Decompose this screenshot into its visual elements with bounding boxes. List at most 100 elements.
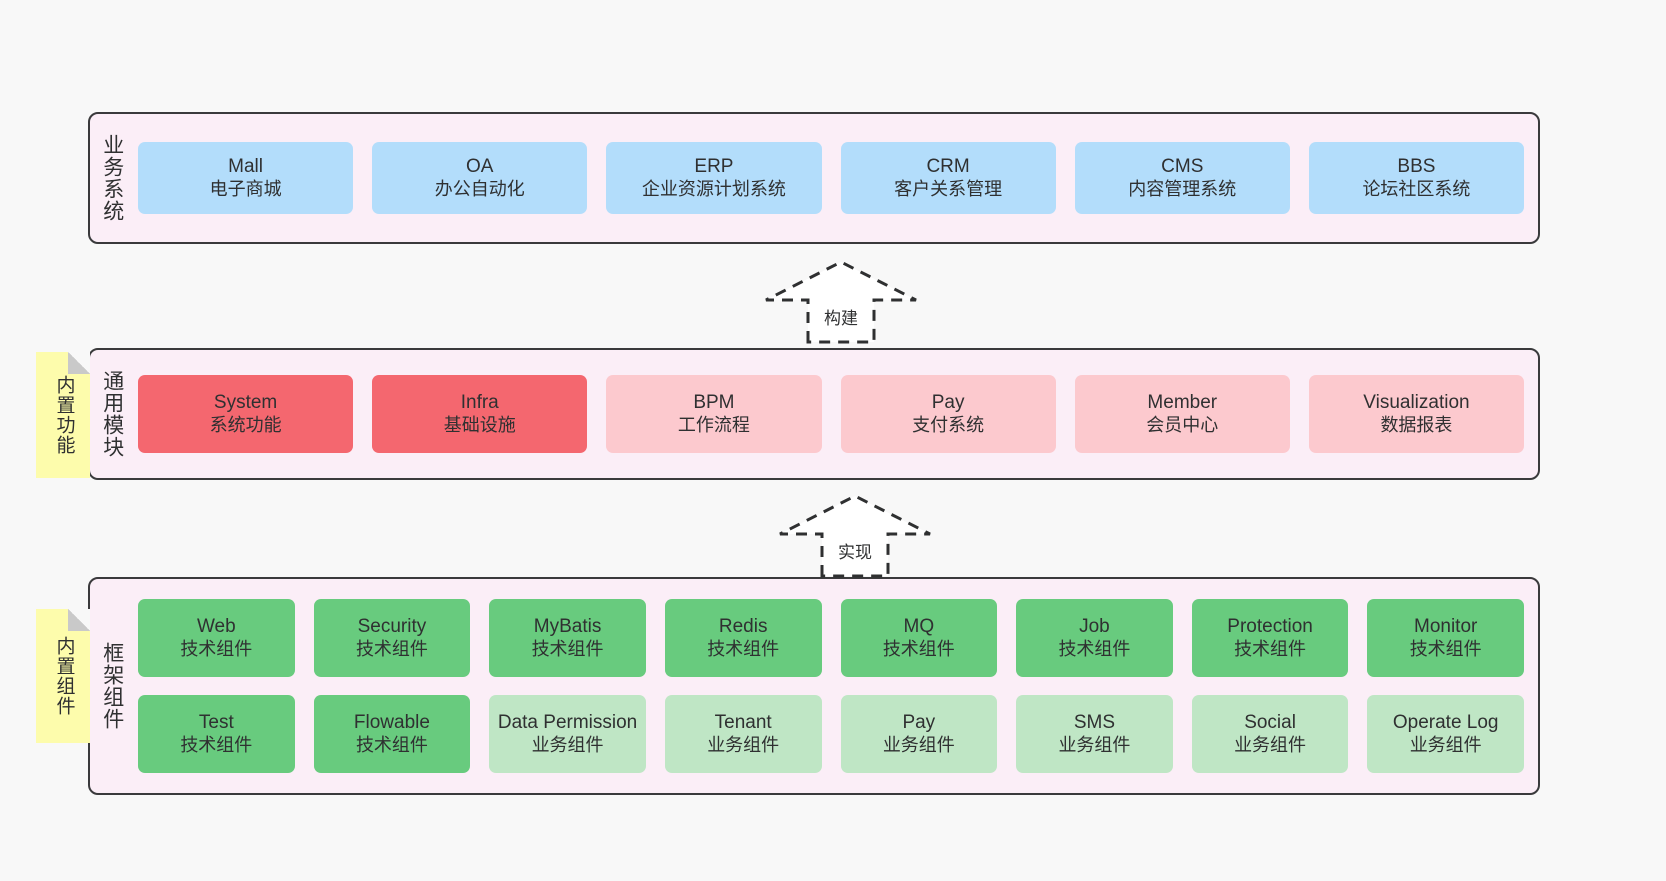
node-subtitle: 业务组件 <box>882 734 955 755</box>
node-subtitle: 技术组件 <box>531 638 604 659</box>
node-title: Redis <box>718 616 768 638</box>
node-title: Mall <box>228 156 263 178</box>
node-title: BPM <box>693 392 735 414</box>
node-operate-log[interactable]: Operate Log 业务组件 <box>1367 695 1524 773</box>
node-infra[interactable]: Infra 基础设施 <box>372 375 588 453</box>
node-subtitle: 电子商城 <box>209 178 282 199</box>
node-subtitle: 技术组件 <box>355 638 428 659</box>
node-subtitle: 客户关系管理 <box>894 178 1003 199</box>
node-title: Data Permission <box>497 712 638 734</box>
node-member[interactable]: Member 会员中心 <box>1074 375 1290 453</box>
node-subtitle: 会员中心 <box>1146 414 1219 435</box>
node-erp[interactable]: ERP 企业资源计划系统 <box>606 142 822 214</box>
node-title: BBS <box>1397 156 1436 178</box>
node-title: CRM <box>926 156 970 178</box>
node-title: Test <box>198 712 234 734</box>
layer-business-systems: 业务系统 Mall 电子商城 OA 办公自动化 ERP 企业资源计划系统 CRM… <box>88 112 1540 244</box>
node-subtitle: 技术组件 <box>1409 638 1482 659</box>
node-subtitle: 技术组件 <box>180 638 253 659</box>
layer-body-framework: Web 技术组件 Security 技术组件 MyBatis 技术组件 Redi… <box>134 579 1538 793</box>
node-subtitle: 论坛社区系统 <box>1362 178 1471 199</box>
node-subtitle: 技术组件 <box>355 734 428 755</box>
node-redis[interactable]: Redis 技术组件 <box>664 599 822 677</box>
node-oa[interactable]: OA 办公自动化 <box>372 142 588 214</box>
node-bbs[interactable]: BBS 论坛社区系统 <box>1308 142 1525 214</box>
cell-row: Test 技术组件 Flowable 技术组件 Data Permission … <box>138 695 1524 773</box>
layer-body-common: System 系统功能 Infra 基础设施 BPM 工作流程 Pay 支付系统… <box>134 350 1538 478</box>
node-subtitle: 系统功能 <box>209 414 282 435</box>
sticky-note-builtin-feature: 内置功能 <box>36 352 90 478</box>
node-subtitle: 工作流程 <box>677 414 750 435</box>
node-subtitle: 支付系统 <box>912 414 985 435</box>
node-bpm[interactable]: BPM 工作流程 <box>606 375 822 453</box>
node-subtitle: 技术组件 <box>882 638 955 659</box>
sticky-note-label: 内置组件 <box>53 636 75 716</box>
node-title: Protection <box>1227 616 1313 638</box>
node-cms[interactable]: CMS 内容管理系统 <box>1074 142 1290 214</box>
node-subtitle: 企业资源计划系统 <box>641 178 786 199</box>
node-mybatis[interactable]: MyBatis 技术组件 <box>489 599 646 677</box>
layer-label-business: 业务系统 <box>100 134 124 222</box>
node-security[interactable]: Security 技术组件 <box>313 599 471 677</box>
node-subtitle: 数据报表 <box>1380 414 1453 435</box>
node-subtitle: 业务组件 <box>1409 734 1482 755</box>
connector-implement-label: 实现 <box>838 543 872 562</box>
layer-label-common: 通用模块 <box>100 370 124 458</box>
cell-row: Web 技术组件 Security 技术组件 MyBatis 技术组件 Redi… <box>138 599 1524 677</box>
node-pay-component[interactable]: Pay 业务组件 <box>840 695 998 773</box>
node-title: Tenant <box>714 712 772 734</box>
node-mq[interactable]: MQ 技术组件 <box>840 599 998 677</box>
node-title: CMS <box>1161 156 1204 178</box>
node-system[interactable]: System 系统功能 <box>138 375 354 453</box>
node-subtitle: 技术组件 <box>1234 638 1307 659</box>
node-protection[interactable]: Protection 技术组件 <box>1191 599 1349 677</box>
node-title: ERP <box>694 156 734 178</box>
node-subtitle: 技术组件 <box>707 638 780 659</box>
connector-build-arrow: 构建 <box>756 258 926 348</box>
connector-build-label: 构建 <box>824 309 858 328</box>
node-title: Social <box>1244 712 1296 734</box>
node-web[interactable]: Web 技术组件 <box>138 599 295 677</box>
node-title: Member <box>1147 392 1218 414</box>
node-title: Pay <box>931 392 965 414</box>
node-monitor[interactable]: Monitor 技术组件 <box>1367 599 1524 677</box>
node-title: Job <box>1079 616 1110 638</box>
layer-framework-components: 框架组件 Web 技术组件 Security 技术组件 MyBatis 技术组件… <box>88 577 1540 795</box>
layer-label-framework: 框架组件 <box>100 642 124 730</box>
node-visualization[interactable]: Visualization 数据报表 <box>1308 375 1525 453</box>
cell-row: System 系统功能 Infra 基础设施 BPM 工作流程 Pay 支付系统… <box>138 375 1525 453</box>
cell-row: Mall 电子商城 OA 办公自动化 ERP 企业资源计划系统 CRM 客户关系… <box>138 142 1525 214</box>
node-test[interactable]: Test 技术组件 <box>138 695 295 773</box>
node-title: Monitor <box>1414 616 1478 638</box>
sticky-note-builtin-component: 内置组件 <box>36 609 90 743</box>
node-mall[interactable]: Mall 电子商城 <box>138 142 354 214</box>
node-subtitle: 技术组件 <box>1058 638 1131 659</box>
node-title: Infra <box>460 392 499 414</box>
connector-implement-arrow: 实现 <box>770 492 940 582</box>
node-subtitle: 内容管理系统 <box>1128 178 1237 199</box>
node-title: Flowable <box>353 712 430 734</box>
node-subtitle: 业务组件 <box>707 734 780 755</box>
node-title: Pay <box>902 712 936 734</box>
node-pay-module[interactable]: Pay 支付系统 <box>840 375 1056 453</box>
node-data-permission[interactable]: Data Permission 业务组件 <box>489 695 646 773</box>
layer-common-modules: 通用模块 System 系统功能 Infra 基础设施 BPM 工作流程 Pay… <box>88 348 1540 480</box>
node-subtitle: 基础设施 <box>443 414 516 435</box>
node-job[interactable]: Job 技术组件 <box>1016 599 1173 677</box>
node-flowable[interactable]: Flowable 技术组件 <box>313 695 471 773</box>
node-title: Operate Log <box>1392 712 1499 734</box>
node-social[interactable]: Social 业务组件 <box>1191 695 1349 773</box>
node-title: SMS <box>1073 712 1116 734</box>
node-title: MQ <box>903 616 935 638</box>
node-tenant[interactable]: Tenant 业务组件 <box>664 695 822 773</box>
sticky-note-label: 内置功能 <box>53 375 75 455</box>
node-subtitle: 技术组件 <box>180 734 253 755</box>
node-title: Visualization <box>1363 392 1470 414</box>
node-subtitle: 业务组件 <box>531 734 604 755</box>
layer-body-business: Mall 电子商城 OA 办公自动化 ERP 企业资源计划系统 CRM 客户关系… <box>134 114 1538 242</box>
node-sms[interactable]: SMS 业务组件 <box>1016 695 1173 773</box>
node-subtitle: 业务组件 <box>1058 734 1131 755</box>
node-crm[interactable]: CRM 客户关系管理 <box>840 142 1056 214</box>
node-title: Security <box>357 616 427 638</box>
